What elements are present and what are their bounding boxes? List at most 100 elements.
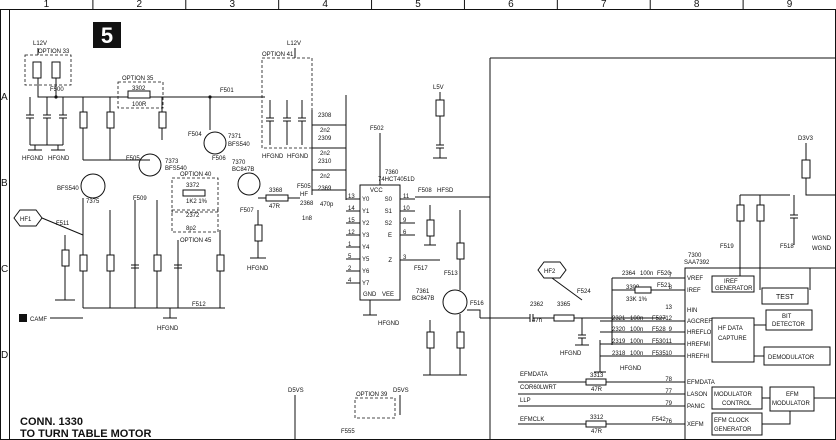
ic7360-pin-num: 2 (348, 266, 352, 272)
efmclk-l1: EFM CLOCK (714, 418, 749, 424)
hf-data-block (711, 317, 755, 363)
ic7360-pin-num: 10 (403, 206, 410, 212)
transistor-7371 (203, 131, 227, 155)
f504-label: F504 (188, 132, 202, 138)
column-label-3: 3 (229, 0, 235, 10)
ic7300-pin-iref: IREF (687, 288, 701, 294)
resistor-r1 (32, 61, 42, 79)
resistor-2k2 (456, 242, 465, 260)
hf-data-l1: HF DATA (718, 326, 743, 332)
ic7360-pin-num: 6 (403, 230, 407, 236)
r3313-val: 47R (591, 387, 603, 393)
option40-label: OPTION 40 (180, 172, 212, 178)
r3312-val: 47R (591, 429, 603, 435)
ic7360-pin-S2: S2 (385, 221, 393, 227)
resistor-3313 (585, 378, 607, 386)
row-label-A: A (1, 92, 8, 103)
ic7360-pin-num: 12 (348, 230, 355, 236)
transistor-7373 (138, 153, 162, 177)
ic7300-pin-vref: VREF (687, 276, 703, 282)
camf-label: CAMF (30, 317, 47, 323)
option33-box (24, 54, 72, 86)
inductor-d3v3 (801, 159, 811, 179)
r3365-ref: 3365 (557, 302, 571, 308)
ic7360-pin-Y6: Y6 (362, 269, 370, 275)
c2309-val: 2n2 (320, 151, 331, 157)
ic7300-pin-num: 76 (665, 419, 672, 425)
efmmod-l2: MODULATOR (772, 401, 810, 407)
hf2-connector (537, 261, 567, 279)
bit-det-l1: BIT (782, 314, 792, 320)
hfgnd-label-6: HFGND (287, 154, 309, 160)
c2372-label: 2372 (186, 213, 200, 219)
resistor-low2 (106, 254, 115, 272)
footer-line2: TO TURN TABLE MOTOR (20, 428, 151, 440)
l12v-label-left: L12V (33, 41, 47, 47)
ic7360-pin-num: 1 (348, 242, 352, 248)
resistor-100r (158, 111, 167, 129)
resistor-r2 (51, 61, 61, 79)
option35-box (117, 81, 164, 109)
iref-gen-l2: GENERATOR (715, 286, 753, 292)
ic7360-vee: VEE (382, 292, 394, 298)
d5vs-label-2: D5VS (393, 388, 409, 394)
c2310-val: 2n2 (320, 174, 331, 180)
c2364-ref: 2364 (622, 271, 636, 277)
r3372-label: 3372 (186, 183, 200, 189)
ic7300-pin-num: 12 (665, 316, 672, 322)
column-label-7: 7 (601, 0, 607, 10)
hfgnd-label-8: HFGND (560, 351, 582, 357)
iref-gen-l1: IREF (724, 279, 738, 285)
ic7360-gnd: GND (363, 292, 377, 298)
footer-line1: CONN. 1330 (20, 416, 83, 428)
capbank-ref: 2321 (612, 316, 626, 322)
ic7360-pin-Y1: Y1 (362, 209, 370, 215)
f518-label: F518 (780, 244, 794, 250)
t7361-part: BC847B (412, 296, 434, 302)
resistor-3365 (553, 314, 575, 322)
ic7300-part: SAA7392 (684, 260, 710, 266)
ic7300-pin-num: 79 (665, 401, 672, 407)
c2362-ref: 2362 (530, 302, 544, 308)
t7375-part: BFS540 (57, 186, 79, 192)
ic7360-pin-num: 5 (348, 254, 352, 260)
ic7300-pin-hrefmi: HREFMI (687, 342, 710, 348)
hfgnd-label-7: HFGND (378, 321, 400, 327)
efmclk-label: EFMCLK (520, 417, 544, 423)
sheet-number: 5 (101, 23, 113, 48)
capbank-val: 100n (630, 327, 643, 333)
f516-label: F516 (470, 301, 484, 307)
r3302-label: 3302 (132, 86, 146, 92)
row-label-D: D (1, 350, 8, 361)
test-block (761, 287, 809, 305)
ic7360-pin-Y7: Y7 (362, 281, 370, 287)
option41-box (261, 57, 313, 149)
frame-border (0, 9, 836, 440)
t7371-ref: 7371 (228, 134, 242, 140)
ic7360-pin-Y3: Y3 (362, 233, 370, 239)
ic7300-pin-num: 13 (665, 305, 672, 311)
bit-detector-block (765, 309, 813, 331)
resistor-3309 (634, 286, 652, 294)
bit-det-l2: DETECTOR (772, 322, 806, 328)
f511-label: F511 (56, 221, 70, 227)
hf1-label: HF1 (20, 217, 32, 223)
llp-label: LLP (520, 398, 531, 404)
resistor-3368 (265, 194, 289, 202)
r3368-label: 3368 (269, 188, 283, 194)
resistor-27k (79, 111, 88, 129)
f502-label: F502 (370, 126, 384, 132)
ic7300-pin-num: 9 (669, 327, 673, 333)
row-label-B: B (1, 178, 8, 189)
f542-label: F542 (652, 417, 666, 423)
ic7300-pin-num: 8 (669, 285, 673, 291)
column-label-4: 4 (322, 0, 328, 10)
hfsd-label: HFSD (437, 188, 454, 194)
f501-label: F501 (220, 88, 234, 94)
option40-box (171, 177, 219, 213)
ic7300-pin-hrefhi: HREFHI (687, 354, 710, 360)
c2362-val: 47n (532, 318, 542, 324)
